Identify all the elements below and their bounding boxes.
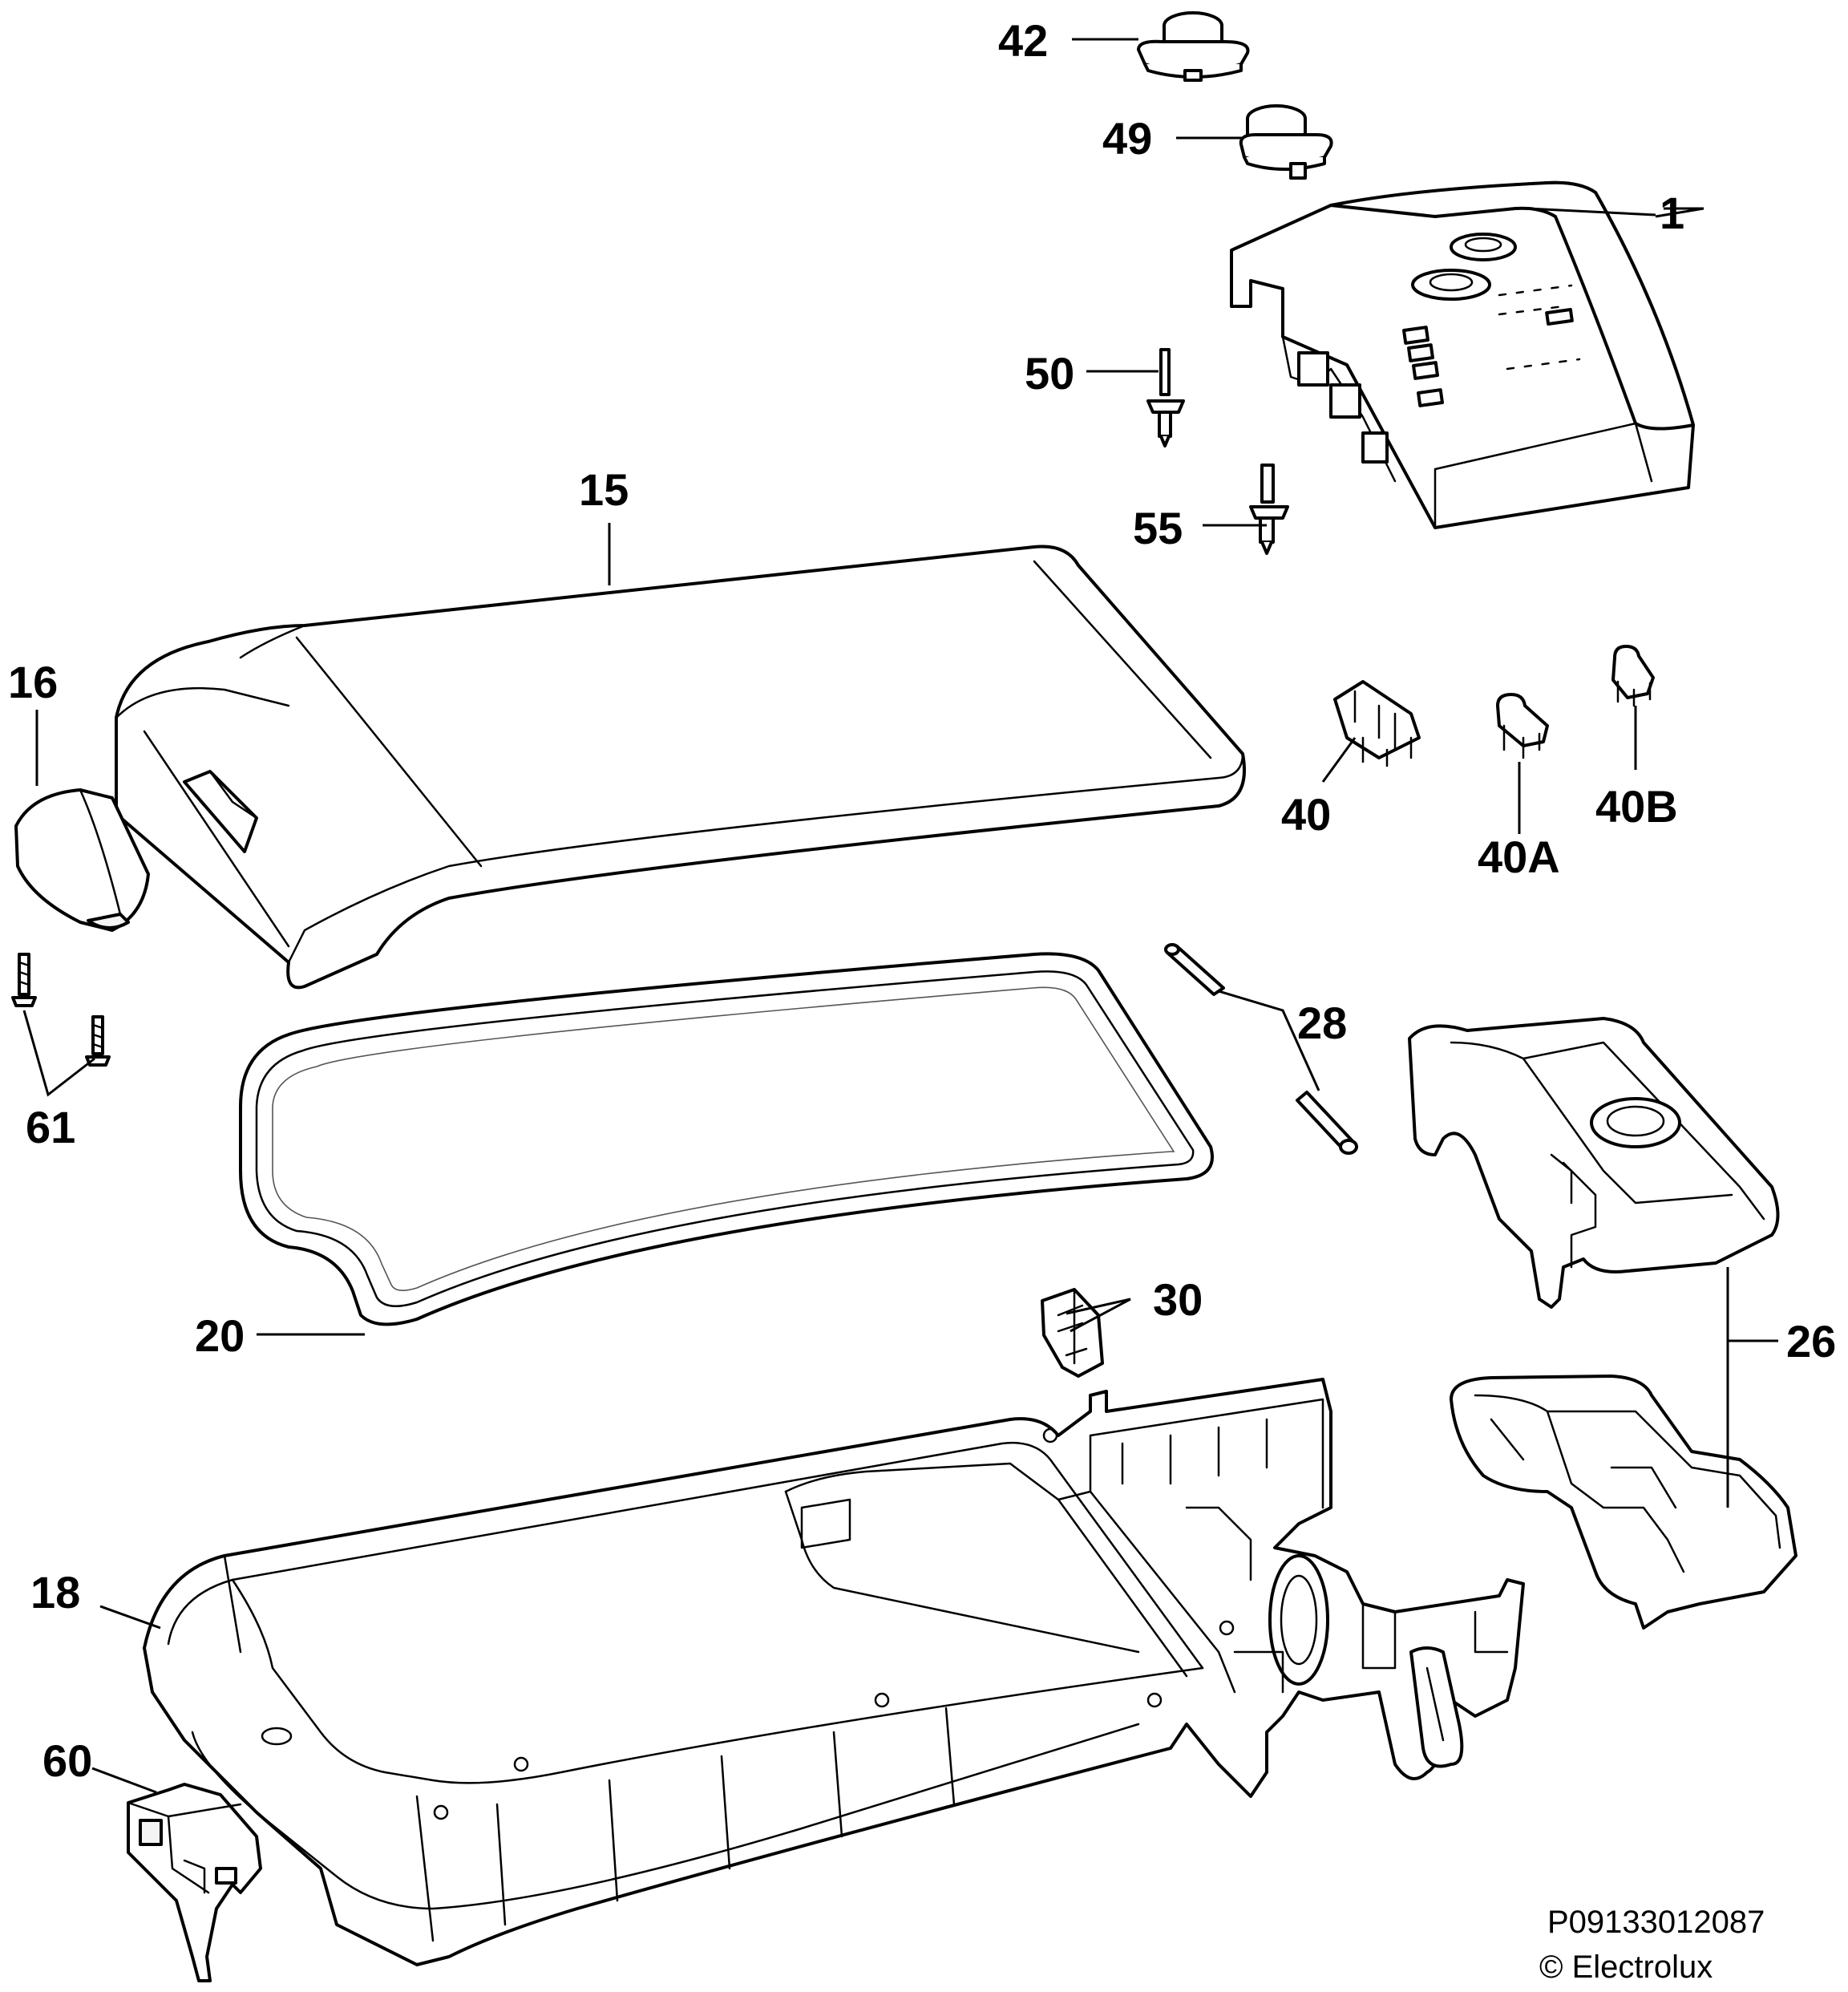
button-40A-drawing bbox=[1496, 693, 1549, 759]
leader-1 bbox=[1655, 207, 1704, 218]
label-part-16: 16 bbox=[8, 657, 58, 707]
pin-50-drawing bbox=[1146, 348, 1185, 447]
button-40-drawing bbox=[1333, 680, 1421, 767]
label-part-40: 40 bbox=[1281, 789, 1331, 840]
copyright: © Electrolux bbox=[1539, 1949, 1713, 1985]
part-labels: 42 49 1 50 55 15 16 40 40A 40B 61 28 30 … bbox=[8, 15, 1836, 1786]
frame-18-drawing bbox=[143, 1378, 1525, 1966]
label-part-15: 15 bbox=[579, 464, 629, 515]
label-part-1: 1 bbox=[1660, 188, 1684, 238]
label-part-40A: 40A bbox=[1478, 832, 1560, 882]
leader-1b bbox=[1527, 207, 1656, 217]
knob-49-drawing bbox=[1239, 104, 1333, 180]
label-part-42: 42 bbox=[998, 15, 1048, 66]
pin-55-drawing bbox=[1249, 464, 1289, 555]
leader-61 bbox=[22, 1010, 95, 1097]
leader-30 bbox=[1066, 1298, 1131, 1333]
control-panel-1-drawing bbox=[1230, 180, 1695, 529]
dispenser-26-drawing bbox=[1408, 1017, 1797, 1630]
diagram-code: P09133012087 bbox=[1547, 1905, 1765, 1940]
button-40B-drawing bbox=[1611, 645, 1655, 707]
clip-30-drawing bbox=[1041, 1288, 1104, 1378]
knob-42-drawing bbox=[1137, 11, 1250, 82]
hinge-pins-28-drawing bbox=[1164, 943, 1358, 1155]
label-part-50: 50 bbox=[1025, 348, 1074, 399]
hinge-cover-16-drawing bbox=[14, 788, 150, 932]
leader-18 bbox=[99, 1605, 161, 1630]
leader-28 bbox=[1218, 990, 1320, 1091]
screws-61-drawing bbox=[11, 953, 111, 1067]
label-part-26: 26 bbox=[1786, 1316, 1836, 1366]
label-part-55: 55 bbox=[1133, 503, 1183, 553]
label-part-30: 30 bbox=[1153, 1274, 1203, 1325]
lid-15-drawing bbox=[115, 545, 1246, 990]
label-part-20: 20 bbox=[195, 1310, 245, 1361]
label-part-18: 18 bbox=[30, 1567, 80, 1617]
leader-60 bbox=[91, 1767, 157, 1794]
label-part-40B: 40B bbox=[1595, 781, 1678, 832]
label-part-61: 61 bbox=[26, 1102, 75, 1152]
label-part-28: 28 bbox=[1297, 998, 1347, 1048]
leader-40 bbox=[1321, 737, 1357, 783]
leader-lines bbox=[22, 38, 1778, 1794]
label-part-60: 60 bbox=[42, 1735, 92, 1786]
latch-60-drawing bbox=[127, 1783, 262, 1982]
footer: P09133012087 © Electrolux bbox=[1539, 1905, 1765, 1985]
gasket-20-drawing bbox=[239, 952, 1214, 1326]
label-part-49: 49 bbox=[1102, 113, 1152, 164]
